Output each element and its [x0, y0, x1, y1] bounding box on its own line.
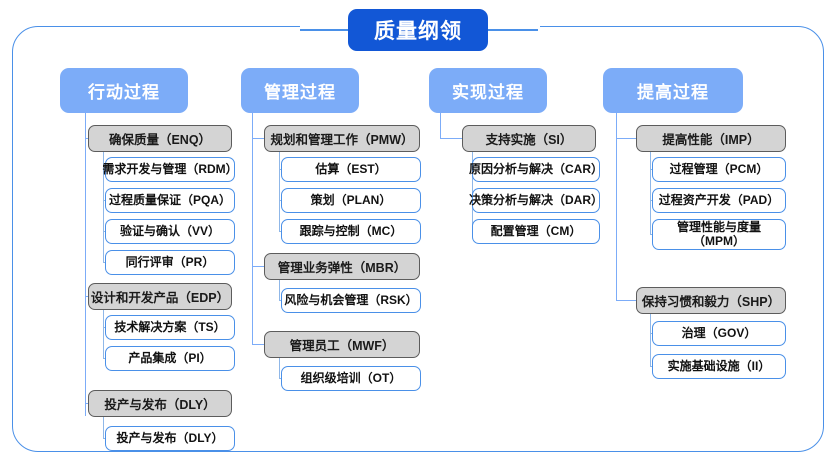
- item-dly[interactable]: 投产与发布（DLY）: [105, 426, 235, 451]
- branch-trunk-2-3: [279, 358, 281, 379]
- connector-group-2-3: [252, 344, 266, 346]
- item-plan[interactable]: 策划（PLAN）: [281, 188, 421, 213]
- branch-trunk-2-1: [279, 152, 281, 231]
- branch-trunk-1-1: [103, 152, 105, 262]
- column-trunk-1: [85, 113, 87, 416]
- item-pr[interactable]: 同行评审（PR）: [105, 250, 235, 275]
- column-header-implementation[interactable]: 实现过程: [429, 68, 547, 113]
- connector-group-4-1: [616, 138, 638, 140]
- title-connector-right: [486, 29, 538, 31]
- group-si[interactable]: 支持实施（SI）: [462, 125, 596, 152]
- connector-group-3-1: [440, 138, 464, 140]
- group-pmw[interactable]: 规划和管理工作（PMW）: [264, 125, 420, 152]
- group-imp[interactable]: 提高性能（IMP）: [636, 125, 786, 152]
- diagram-title: 质量纲领: [348, 9, 488, 51]
- item-gov[interactable]: 治理（GOV）: [652, 321, 786, 346]
- item-pi[interactable]: 产品集成（PI）: [105, 346, 235, 371]
- connector-group-4-2: [616, 300, 638, 302]
- group-mwf[interactable]: 管理员工（MWF）: [264, 331, 420, 358]
- item-pqa[interactable]: 过程质量保证（PQA）: [105, 188, 235, 213]
- item-mc[interactable]: 跟踪与控制（MC）: [281, 219, 421, 244]
- item-ii[interactable]: 实施基础设施（II）: [652, 354, 786, 379]
- connector-group-2-2: [252, 266, 266, 268]
- column-header-management[interactable]: 管理过程: [241, 68, 359, 113]
- branch-trunk-2-2: [279, 280, 281, 301]
- column-trunk-2: [252, 113, 254, 345]
- column-trunk-4: [616, 113, 618, 301]
- connector-group-2-1: [252, 138, 266, 140]
- item-est[interactable]: 估算（EST）: [281, 157, 421, 182]
- group-shp[interactable]: 保持习惯和毅力（SHP）: [636, 287, 786, 314]
- column-header-improvement[interactable]: 提高过程: [603, 68, 743, 113]
- branch-trunk-4-2: [650, 314, 652, 366]
- item-rsk[interactable]: 风险与机会管理（RSK）: [281, 288, 421, 313]
- item-dar[interactable]: 决策分析与解决（DAR）: [469, 188, 603, 213]
- branch-trunk-1-2: [103, 310, 105, 358]
- item-vv[interactable]: 验证与确认（VV）: [105, 219, 235, 244]
- column-header-action[interactable]: 行动过程: [60, 68, 188, 113]
- group-dly[interactable]: 投产与发布（DLY）: [88, 390, 232, 417]
- title-connector-left: [300, 29, 350, 31]
- item-car[interactable]: 原因分析与解决（CAR）: [469, 157, 603, 182]
- item-ts[interactable]: 技术解决方案（TS）: [105, 315, 235, 340]
- item-ot[interactable]: 组织级培训（OT）: [281, 366, 421, 391]
- group-edp[interactable]: 设计和开发产品（EDP）: [88, 283, 232, 310]
- branch-trunk-4-1: [650, 152, 652, 235]
- item-mpm[interactable]: 管理性能与度量（MPM）: [652, 219, 786, 250]
- branch-trunk-1-3: [103, 417, 105, 439]
- group-enq[interactable]: 确保质量（ENQ）: [88, 125, 232, 152]
- item-rdm[interactable]: 需求开发与管理（RDM）: [102, 157, 238, 182]
- item-pcm[interactable]: 过程管理（PCM）: [652, 157, 786, 182]
- item-cm[interactable]: 配置管理（CM）: [472, 219, 600, 244]
- group-mbr[interactable]: 管理业务弹性（MBR）: [264, 253, 420, 280]
- column-trunk-3: [440, 113, 442, 138]
- item-pad[interactable]: 过程资产开发（PAD）: [652, 188, 786, 213]
